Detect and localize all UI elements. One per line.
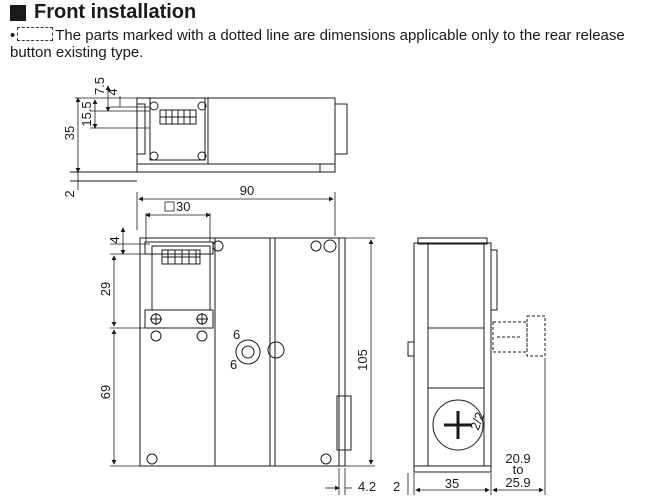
- top-view-screw-icon: [197, 151, 207, 161]
- dim-4-mid: 4: [107, 236, 122, 243]
- dim-105: 105: [355, 349, 370, 371]
- svg-text:6: 6: [233, 327, 240, 342]
- dim-25-9: 25.9: [505, 475, 530, 490]
- mounting-plate: [144, 309, 214, 329]
- dim-20-9: 20.9: [505, 451, 530, 466]
- top-view-screw-icon: [197, 101, 207, 111]
- rear-release-knob-outline: [526, 315, 546, 357]
- side-view-tab: [490, 249, 498, 311]
- corner-screw-icon: [323, 239, 337, 253]
- dim-69: 69: [98, 385, 113, 399]
- dim-35-left: 35: [62, 126, 77, 140]
- svg-text:2/2: 2/2: [467, 410, 487, 432]
- dim-35-bottom: 35: [445, 476, 459, 491]
- side-view-cover: [427, 327, 485, 389]
- dim-2-left: 2: [62, 190, 77, 197]
- top-view: [70, 97, 348, 182]
- rear-release-button-outline: [492, 321, 528, 353]
- side-view-bottom-plate: [413, 465, 492, 473]
- top-view-body: [136, 97, 336, 165]
- front-view-body: [139, 237, 340, 467]
- side-view-dimensions: [407, 358, 546, 495]
- unlock-key-icon: [235, 339, 261, 365]
- dim-90: 90: [240, 183, 254, 198]
- side-view-screw-icon: [432, 399, 484, 451]
- dim-4-2: 4.2: [358, 479, 376, 494]
- top-view-right-cap: [334, 103, 348, 155]
- dim-29: 29: [98, 282, 113, 296]
- side-view-left-tab: [407, 341, 415, 357]
- top-view-dimensions: [75, 85, 336, 236]
- dim-2-bottom: 2: [393, 479, 400, 494]
- dim-7-5: 7.5: [92, 77, 107, 95]
- dotted-line-note: •The parts marked with a dotted line are…: [10, 27, 650, 61]
- heading-title: Front installation: [34, 1, 197, 23]
- corner-screw-icon: [146, 453, 158, 465]
- note-text: The parts marked with a dotted line are …: [10, 27, 625, 61]
- note-bullet: •: [10, 27, 16, 44]
- square-symbol-icon: [164, 201, 175, 212]
- corner-screw-icon: [150, 330, 162, 342]
- top-view-bottom-rail: [136, 163, 336, 173]
- side-view: 2/2: [407, 237, 498, 473]
- svg-text:6: 6: [230, 357, 237, 372]
- corner-screw-icon: [310, 240, 322, 252]
- indicator-lamp-icon: [267, 341, 285, 359]
- rear-release-button-dotted: [492, 315, 546, 357]
- front-view-side-tab: [336, 395, 352, 451]
- front-view-dimensions: [111, 201, 375, 495]
- top-view-actuator: [149, 97, 206, 161]
- top-view-screw-icon: [149, 101, 159, 111]
- corner-screw-icon: [320, 453, 332, 465]
- dim-4-top: 4: [105, 88, 120, 95]
- front-view: 6 6: [110, 237, 352, 467]
- dotted-box-icon: [17, 27, 54, 41]
- dim-30-square: 30: [176, 199, 190, 214]
- dim-15-5: 15.5: [79, 101, 94, 126]
- side-view-top-cap: [417, 237, 488, 245]
- front-view-right-frame: [338, 237, 346, 467]
- heading-square-icon: [10, 4, 26, 21]
- side-view-body: [413, 242, 492, 467]
- corner-screw-icon: [196, 330, 208, 342]
- top-view-left-cap: [136, 103, 146, 155]
- top-view-screw-icon: [149, 151, 159, 161]
- corner-screw-icon: [212, 240, 224, 252]
- section-heading: Front installation: [10, 1, 196, 24]
- dim-to: to: [513, 462, 524, 477]
